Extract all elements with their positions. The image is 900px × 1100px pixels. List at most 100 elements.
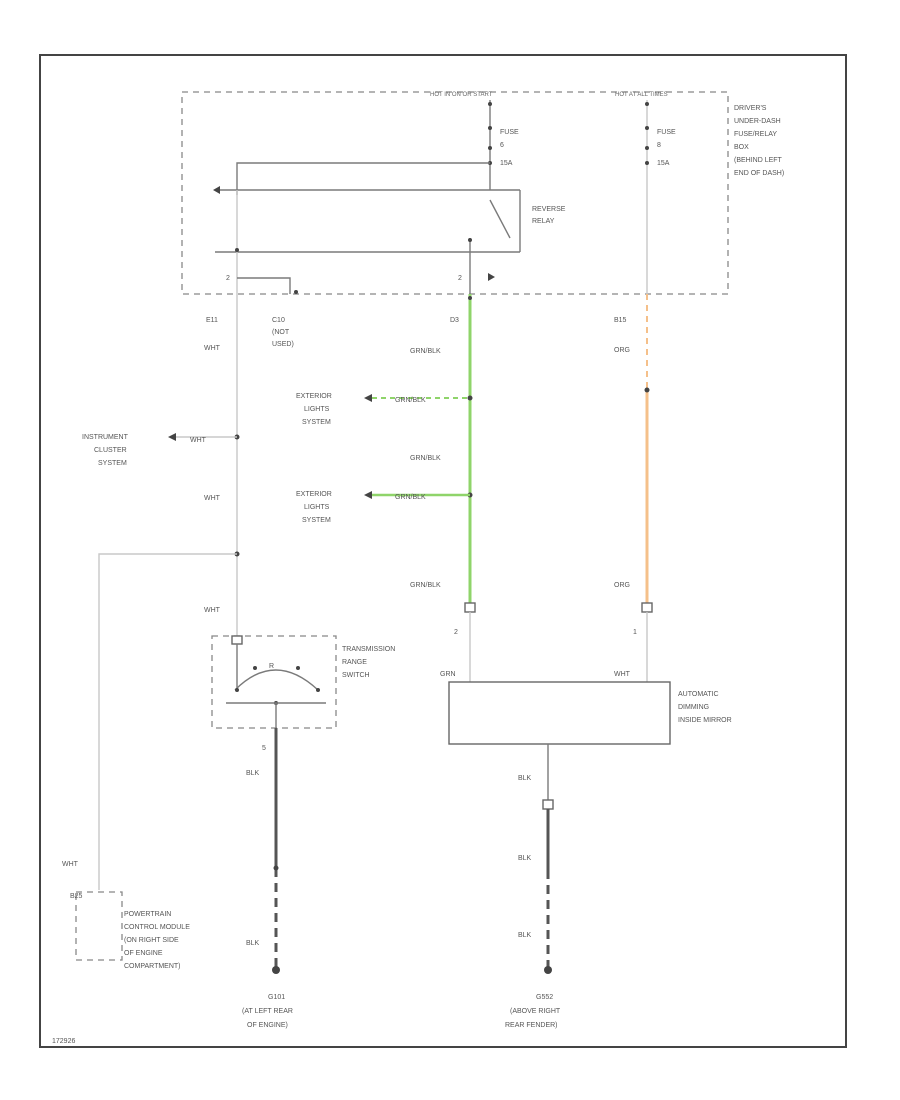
blk-label-4: BLK [246, 940, 260, 947]
connector-d3: D3 [450, 317, 459, 324]
connector-icon [464, 602, 476, 613]
orange-splice [644, 387, 650, 393]
svg-text:UNDER-DASH: UNDER-DASH [734, 118, 781, 125]
ground-left-desc-2: OF ENGINE) [247, 1022, 288, 1029]
connector-c10: C10 [272, 317, 285, 324]
connector-e11: E11 [206, 317, 218, 324]
svg-text:CONTROL MODULE: CONTROL MODULE [124, 924, 190, 931]
connector-not-used-2: USED) [272, 341, 294, 348]
connector-icon [542, 799, 554, 810]
relay-not-used-dot [294, 290, 298, 294]
exterior-lights-label-2b: LIGHTS [304, 504, 330, 511]
blk-left-dot [273, 865, 279, 871]
relay-feed-wire [236, 162, 490, 195]
blk-label-5: BLK [518, 932, 532, 939]
relay-switch-icon [489, 199, 511, 239]
hot-at-all-times-label: HOT AT ALL TIMES [615, 92, 668, 98]
trans-r-label: R [269, 663, 274, 670]
ground-right-desc-2: REAR FENDER) [505, 1022, 558, 1029]
exterior-lights-label-2: EXTERIOR [296, 491, 332, 498]
pcm-box [75, 891, 123, 961]
blk-label-1: BLK [246, 770, 260, 777]
selector-arc [234, 669, 319, 691]
exterior-lights-label-1b: LIGHTS [304, 406, 330, 413]
transmission-range-switch [211, 635, 337, 729]
connector-icon [641, 602, 653, 613]
pcm-description: POWERTRAIN CONTROL MODULE (ON RIGHT SIDE… [124, 911, 190, 970]
grn-blk-label-2: GRN/BLK [395, 397, 426, 404]
connector-icon [231, 635, 243, 645]
auto-dimming-mirror-box [448, 681, 671, 745]
blk-label-3: BLK [518, 855, 532, 862]
mirror-label-1: AUTOMATIC [678, 691, 719, 698]
relay-mid-pin: 2 [458, 275, 462, 282]
arrow-icon [168, 433, 176, 441]
wht-label-3: WHT [204, 495, 221, 502]
wht-label-1: WHT [204, 345, 221, 352]
svg-text:END OF DASH): END OF DASH) [734, 170, 784, 177]
fuse-6-amp: 15A [500, 160, 513, 167]
ground-left-desc: (AT LEFT REAR [242, 1008, 293, 1015]
fuse-6-number: 6 [500, 142, 504, 149]
fuse-box-description: DRIVER'S UNDER-DASH FUSE/RELAY BOX (BEHI… [734, 105, 784, 177]
fuse-relay-box [181, 91, 729, 295]
selector-dot-3 [296, 666, 300, 670]
grn-blk-label-5: GRN/BLK [410, 582, 441, 589]
fuse-8-dot-2 [645, 146, 649, 150]
mirror-pin-1: 1 [633, 629, 637, 636]
hot-in-start-label: HOT IN ON OR START [430, 92, 493, 98]
trans-pin-5: 5 [262, 745, 266, 752]
exterior-lights-label-1c: SYSTEM [302, 419, 331, 426]
svg-text:COMPARTMENT): COMPARTMENT) [124, 963, 181, 970]
svg-text:(ON RIGHT SIDE: (ON RIGHT SIDE [124, 937, 179, 944]
svg-text:FUSE/RELAY: FUSE/RELAY [734, 131, 777, 138]
mirror-pin-2: 2 [454, 629, 458, 636]
pcm-pin: B25 [70, 893, 83, 900]
relay-switch-dot [468, 238, 472, 242]
green-top-dot [468, 296, 472, 300]
selector-dot-1 [235, 688, 239, 692]
fuse-6-dot-2 [488, 146, 492, 150]
svg-text:DRIVER'S: DRIVER'S [734, 105, 767, 112]
exterior-lights-label-2c: SYSTEM [302, 517, 331, 524]
wht-label-5: WHT [614, 671, 631, 678]
ground-right-id: G552 [536, 994, 553, 1001]
fuse-8-label: FUSE [657, 129, 676, 136]
svg-text:BOX: BOX [734, 144, 749, 151]
relay-left-dot [235, 248, 239, 252]
ground-icon [272, 966, 280, 974]
ground-left-id: G101 [268, 994, 285, 1001]
org-label-1: ORG [614, 347, 630, 354]
diagram-frame [39, 54, 847, 1048]
exterior-lights-label-1: EXTERIOR [296, 393, 332, 400]
fuse-8-amp: 15A [657, 160, 670, 167]
fuse-8-dot [645, 126, 649, 130]
selector-dot-4 [316, 688, 320, 692]
instrument-cluster-label-2: CLUSTER [94, 447, 127, 454]
grn-blk-label-4: GRN/BLK [395, 494, 426, 501]
trans-switch-label-2: RANGE [342, 659, 367, 666]
arrow-icon [364, 394, 372, 402]
fuse-6-label: FUSE [500, 129, 519, 136]
fuse-6-dot [488, 126, 492, 130]
mirror-label-3: INSIDE MIRROR [678, 717, 732, 724]
connector-b15: B15 [614, 317, 627, 324]
org-label-2: ORG [614, 582, 630, 589]
grn-blk-label-1: GRN/BLK [410, 348, 441, 355]
diagram-id: 172926 [52, 1038, 75, 1045]
relay-left-pin: 2 [226, 275, 230, 282]
fuse-8-dot-3 [645, 161, 649, 165]
reverse-relay-label-2: RELAY [532, 218, 555, 225]
fuse-6-top-dot [488, 102, 492, 106]
blk-label-2: BLK [518, 775, 532, 782]
instrument-cluster-label: INSTRUMENT [82, 434, 129, 441]
relay-not-used-wire [237, 277, 291, 294]
wht-label-2: WHT [190, 437, 207, 444]
arrow-icon [364, 491, 372, 499]
grn-blk-label-3: GRN/BLK [410, 455, 441, 462]
arrow-icon [213, 186, 220, 194]
wht-label-4: WHT [204, 607, 221, 614]
ground-icon [544, 966, 552, 974]
trans-switch-label-3: SWITCH [342, 672, 370, 679]
mirror-label-2: DIMMING [678, 704, 709, 711]
